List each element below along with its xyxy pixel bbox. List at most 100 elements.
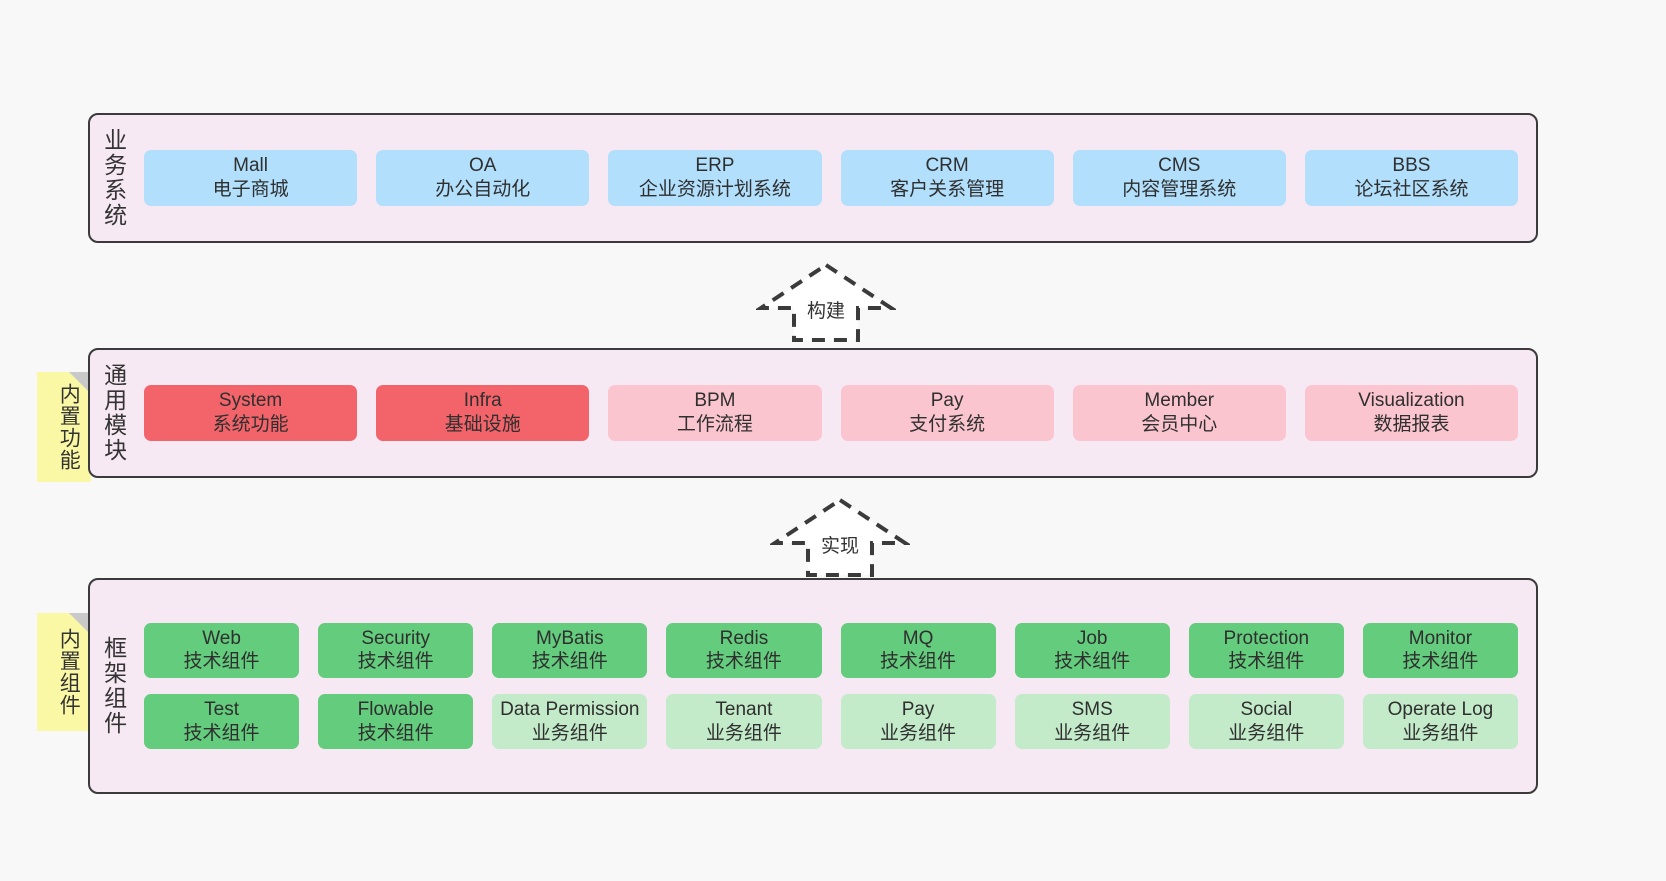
card-row: System 系统功能 Infra 基础设施 BPM 工作流程 Pay 支付系统… — [144, 385, 1519, 441]
card-title-en: Web — [202, 627, 241, 649]
card-infra[interactable]: Infra 基础设施 — [376, 385, 590, 441]
card-title-cn: 内容管理系统 — [1122, 179, 1237, 200]
card-monitor[interactable]: Monitor 技术组件 — [1362, 622, 1518, 678]
card-title-cn: 技术组件 — [183, 651, 260, 673]
card-title-cn: 技术组件 — [880, 651, 957, 673]
card-title-en: Monitor — [1408, 627, 1473, 649]
layer-body-business-systems: Mall 电子商城 OA 办公自动化 ERP 企业资源计划系统 CRM 客户关系… — [136, 115, 1536, 241]
card-title-en: Job — [1076, 627, 1108, 649]
card-title-cn: 技术组件 — [357, 722, 434, 744]
note-label: 内置组件 — [57, 628, 81, 716]
card-bpm[interactable]: BPM 工作流程 — [608, 385, 822, 441]
card-row: Mall 电子商城 OA 办公自动化 ERP 企业资源计划系统 CRM 客户关系… — [144, 150, 1519, 206]
card-crm[interactable]: CRM 客户关系管理 — [840, 150, 1054, 206]
card-title-cn: 企业资源计划系统 — [638, 179, 791, 200]
card-erp[interactable]: ERP 企业资源计划系统 — [608, 150, 822, 206]
connector-build-label: 构建 — [806, 301, 845, 322]
card-title-en: System — [218, 390, 283, 412]
note-builtin-components: 内置组件 — [37, 613, 91, 731]
card-job[interactable]: Job 技术组件 — [1014, 622, 1170, 678]
card-row-technical: Web 技术组件 Security 技术组件 MyBatis 技术组件 Redi… — [144, 622, 1518, 678]
card-system[interactable]: System 系统功能 — [144, 385, 358, 441]
card-title-en: BBS — [1392, 155, 1431, 177]
card-bbs[interactable]: BBS 论坛社区系统 — [1304, 150, 1519, 206]
card-visualization[interactable]: Visualization 数据报表 — [1304, 385, 1519, 441]
card-title-cn: 电子商城 — [212, 179, 289, 200]
layer-body-common-modules: System 系统功能 Infra 基础设施 BPM 工作流程 Pay 支付系统… — [136, 350, 1536, 476]
card-social[interactable]: Social 业务组件 — [1188, 694, 1344, 750]
card-mq[interactable]: MQ 技术组件 — [840, 622, 996, 678]
card-member[interactable]: Member 会员中心 — [1072, 385, 1286, 441]
card-row-business: Test 技术组件 Flowable 技术组件 Data Permission … — [144, 694, 1518, 750]
card-title-en: Test — [204, 699, 239, 720]
card-title-en: CMS — [1158, 155, 1201, 177]
card-title-en: Pay — [930, 390, 964, 412]
layer-title-common-modules: 通用模块 — [100, 363, 127, 463]
card-title-en: Mall — [233, 155, 268, 177]
layer-business-systems: 业务系统 Mall 电子商城 OA 办公自动化 ERP 企业资源计划系统 CRM… — [88, 113, 1538, 243]
card-title-cn: 技术组件 — [531, 651, 608, 673]
card-title-cn: 业务组件 — [1402, 722, 1479, 744]
card-protection[interactable]: Protection 技术组件 — [1188, 622, 1344, 678]
card-tenant[interactable]: Tenant 业务组件 — [666, 694, 822, 750]
card-title-cn: 业务组件 — [705, 722, 782, 744]
note-builtin-functions: 内置功能 — [37, 372, 91, 482]
implement-arrow-icon — [770, 497, 910, 577]
connector-implement-label: 实现 — [820, 536, 859, 557]
layer-common-modules: 通用模块 System 系统功能 Infra 基础设施 BPM 工作流程 Pay… — [88, 348, 1538, 478]
card-title-en: Member — [1144, 390, 1215, 412]
card-title-cn: 办公自动化 — [435, 179, 531, 200]
card-title-cn: 系统功能 — [212, 414, 289, 435]
card-title-cn: 业务组件 — [880, 722, 957, 744]
card-pay[interactable]: Pay 支付系统 — [840, 385, 1054, 441]
card-oa[interactable]: OA 办公自动化 — [376, 150, 590, 206]
card-test[interactable]: Test 技术组件 — [144, 694, 300, 750]
card-title-cn: 技术组件 — [705, 651, 782, 673]
card-title-en: BPM — [694, 390, 736, 412]
card-web[interactable]: Web 技术组件 — [144, 622, 300, 678]
card-title-en: Infra — [463, 390, 502, 412]
card-title-en: Security — [361, 627, 430, 649]
card-title-cn: 业务组件 — [531, 722, 608, 744]
card-operate-log[interactable]: Operate Log 业务组件 — [1362, 694, 1518, 750]
card-title-cn: 论坛社区系统 — [1354, 179, 1469, 200]
card-title-en: Protection — [1223, 627, 1310, 649]
card-title-cn: 技术组件 — [1228, 651, 1305, 673]
card-title-cn: 业务组件 — [1054, 722, 1131, 744]
card-flowable[interactable]: Flowable 技术组件 — [318, 694, 474, 750]
card-data-permission[interactable]: Data Permission 业务组件 — [492, 694, 648, 750]
card-title-en: CRM — [925, 155, 969, 177]
layer-body-framework-components: Web 技术组件 Security 技术组件 MyBatis 技术组件 Redi… — [136, 580, 1536, 792]
layer-title-framework-components: 框架组件 — [100, 636, 127, 736]
card-sms[interactable]: SMS 业务组件 — [1014, 694, 1170, 750]
card-title-cn: 业务组件 — [1228, 722, 1305, 744]
note-fold-corner-icon — [69, 372, 91, 394]
card-title-cn: 技术组件 — [1054, 651, 1131, 673]
note-fold-corner-icon — [69, 613, 91, 635]
card-mall[interactable]: Mall 电子商城 — [144, 150, 358, 206]
card-title-en: MQ — [902, 627, 934, 649]
card-title-en: SMS — [1071, 699, 1113, 720]
connector-implement: 实现 — [770, 495, 910, 579]
card-title-en: Social — [1240, 699, 1293, 720]
card-mybatis[interactable]: MyBatis 技术组件 — [492, 622, 648, 678]
card-title-cn: 基础设施 — [444, 414, 521, 435]
card-title-en: MyBatis — [536, 627, 604, 649]
note-label: 内置功能 — [57, 383, 81, 471]
card-title-en: Visualization — [1358, 390, 1465, 412]
card-title-cn: 数据报表 — [1373, 414, 1450, 435]
card-title-cn: 客户关系管理 — [890, 179, 1005, 200]
card-title-en: Data Permission — [500, 699, 640, 720]
card-cms[interactable]: CMS 内容管理系统 — [1072, 150, 1286, 206]
card-title-en: OA — [469, 155, 497, 177]
card-redis[interactable]: Redis 技术组件 — [666, 622, 822, 678]
card-pay-business[interactable]: Pay 业务组件 — [840, 694, 996, 750]
card-title-en: Pay — [901, 699, 935, 720]
layer-title-business-systems: 业务系统 — [100, 128, 127, 228]
card-title-en: Flowable — [357, 699, 434, 720]
card-title-en: Tenant — [715, 699, 773, 720]
card-title-cn: 会员中心 — [1141, 414, 1218, 435]
card-title-cn: 技术组件 — [1402, 651, 1479, 673]
card-security[interactable]: Security 技术组件 — [318, 622, 474, 678]
